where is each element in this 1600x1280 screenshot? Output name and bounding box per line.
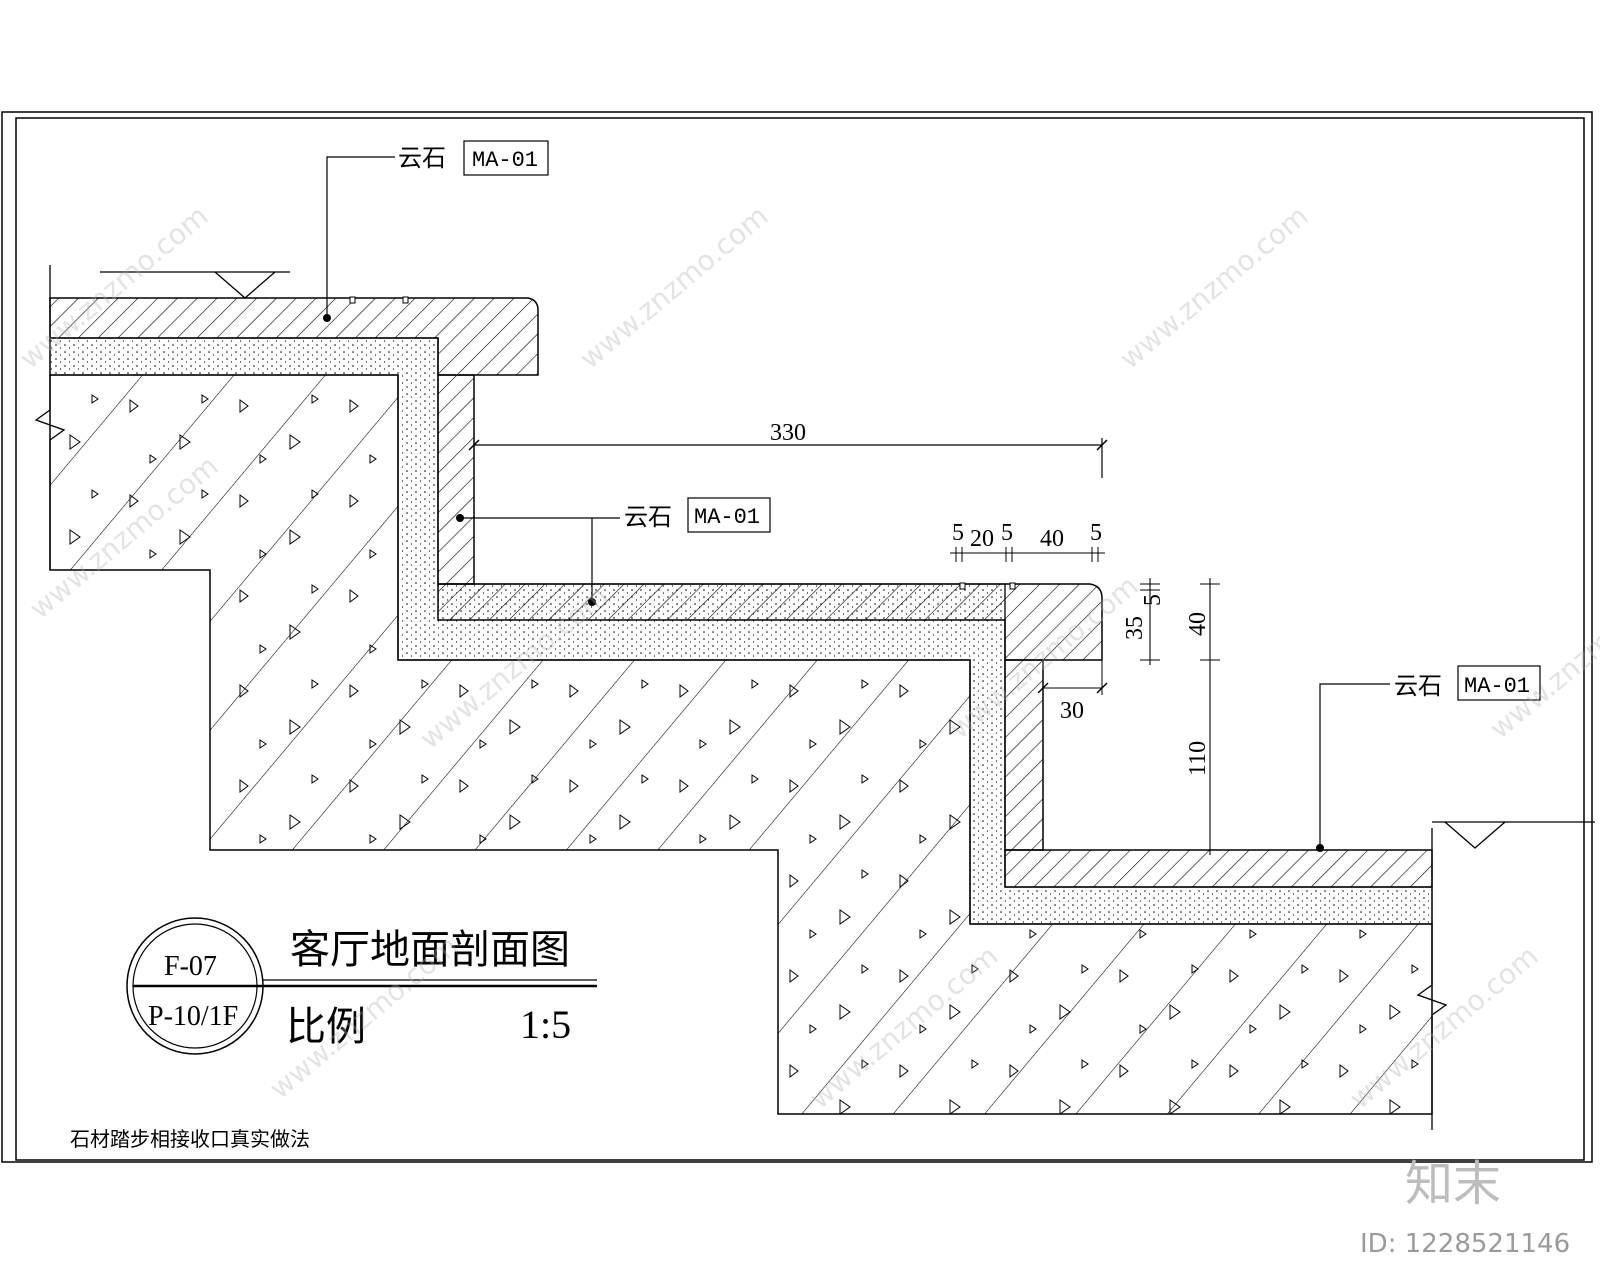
lower-stone-floor	[1004, 849, 1433, 888]
material-label-1: 云石	[398, 144, 446, 172]
dim-330: 330	[770, 420, 806, 446]
dim-groove-5a: 5	[952, 520, 964, 546]
break-line-right	[1416, 828, 1448, 1130]
dim-v-110: 110	[1185, 741, 1211, 776]
leader-label-2: 云石 MA-01	[456, 497, 771, 606]
upper-stone-tread	[49, 297, 539, 376]
dim-v-5: 5	[1140, 594, 1166, 606]
scale-value: 1:5	[520, 1002, 571, 1047]
material-code-3: MA-01	[1464, 674, 1530, 699]
dim-h-30: 30	[1060, 698, 1084, 724]
dim-v-40: 40	[1185, 612, 1211, 636]
inner-frame	[15, 117, 1585, 1161]
drawing-note: 石材踏步相接收口真实做法	[70, 1127, 310, 1151]
svg-text:www.znzmo.com: www.znzmo.com	[1483, 569, 1600, 745]
level-marker-lower	[1432, 821, 1595, 849]
image-id: ID: 1228521146	[1360, 1229, 1570, 1259]
outer-frame	[1, 111, 1593, 1163]
material-label-2: 云石	[624, 503, 672, 531]
leader-label-1: 云石 MA-01	[323, 140, 549, 322]
dim-groove-20: 20	[970, 526, 994, 552]
level-marker-upper	[100, 271, 290, 299]
dim-groove-5b: 5	[1001, 520, 1013, 546]
scale-label: 比例	[286, 1004, 366, 1050]
title-block: F-07 P-10/1F 客厅地面剖面图 比例 1:5	[126, 917, 597, 1055]
ref-bottom: P-10/1F	[148, 1001, 238, 1032]
brand-watermark: 知末	[1405, 1156, 1501, 1212]
dim-v-35: 35	[1122, 616, 1148, 640]
drawing-title: 客厅地面剖面图	[290, 927, 570, 973]
svg-text:www.znzmo.com: www.znzmo.com	[1113, 199, 1314, 375]
dimension-tread-width: 330	[468, 420, 1108, 478]
upper-stone-riser	[437, 374, 475, 585]
middle-stone-tread	[437, 583, 1103, 661]
material-code-1: MA-01	[472, 148, 538, 173]
svg-text:www.znzmo.com: www.znzmo.com	[573, 199, 774, 375]
material-label-3: 云石	[1394, 672, 1442, 700]
dimension-groove-chain: 5 20 5 40 5	[950, 520, 1105, 562]
leader-label-3: 云石 MA-01	[1316, 665, 1541, 852]
material-code-2: MA-01	[694, 505, 760, 530]
ref-top: F-07	[164, 951, 217, 982]
dimension-nosing: 30	[1037, 660, 1108, 724]
dim-groove-40: 40	[1040, 526, 1064, 552]
dimension-vertical-chain: 5 35 40 110	[1122, 578, 1220, 855]
break-line-left	[34, 265, 66, 570]
dim-groove-5c: 5	[1090, 520, 1102, 546]
